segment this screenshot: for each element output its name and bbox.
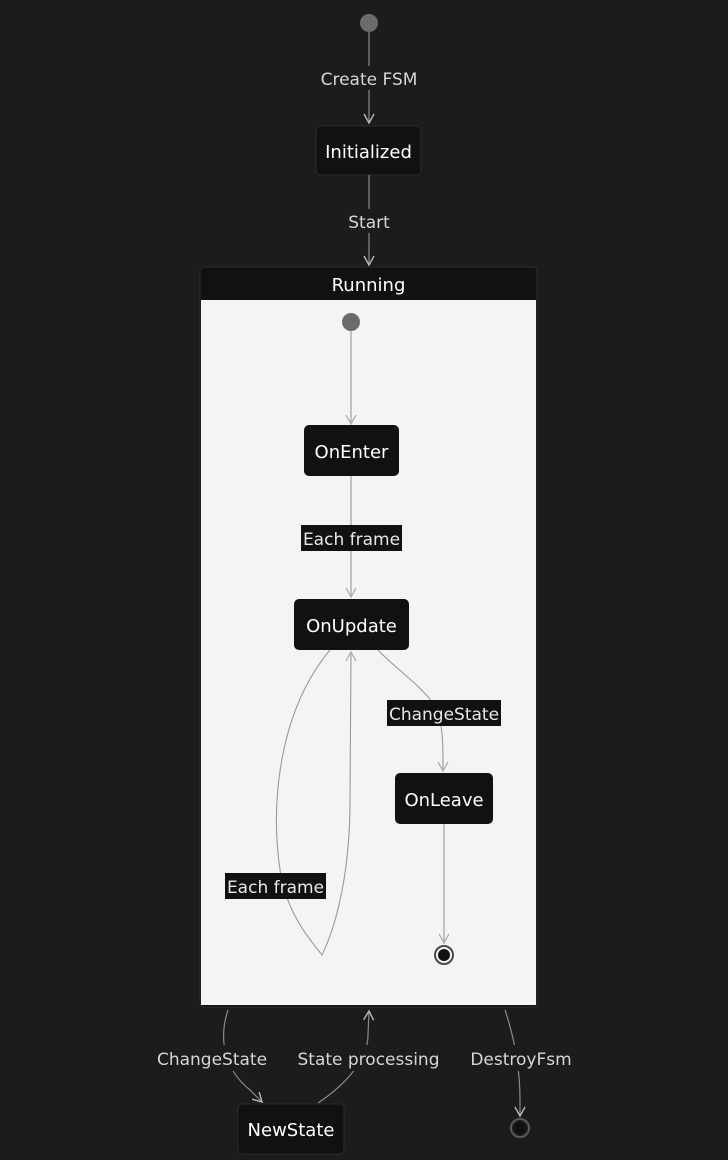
state-on-enter[interactable]: OnEnter (304, 425, 399, 476)
label-start: Start (348, 213, 390, 233)
label-bg-start (342, 209, 396, 233)
label-bg-state-processing (292, 1045, 445, 1071)
label-bg-destroy-fsm (466, 1045, 576, 1071)
state-on-enter-label: OnEnter (315, 442, 389, 463)
label-create-fsm: Create FSM (321, 70, 418, 90)
state-initialized[interactable]: Initialized (315, 125, 422, 176)
running-body (201, 300, 536, 1005)
label-bg-create-fsm (312, 66, 426, 90)
state-new-state[interactable]: NewState (237, 1103, 345, 1155)
label-destroy-fsm: DestroyFsm (470, 1050, 571, 1070)
state-on-leave-label: OnLeave (404, 790, 483, 811)
label-each-frame-loop: Each frame (227, 878, 324, 898)
inner-initial-state-dot (342, 313, 360, 331)
label-bg-change-state-inner (387, 700, 501, 726)
initial-state-dot (360, 14, 378, 32)
state-on-update[interactable]: OnUpdate (294, 599, 409, 650)
label-state-processing: State processing (297, 1050, 439, 1070)
label-bg-change-state-outer (153, 1045, 271, 1071)
state-initialized-label: Initialized (325, 142, 412, 163)
final-state (510, 1118, 530, 1138)
label-bg-each-frame-loop (225, 873, 326, 899)
label-change-state-outer: ChangeState (157, 1050, 267, 1070)
state-on-update-label: OnUpdate (306, 616, 397, 637)
edge-each-frame-loop (276, 649, 357, 957)
label-each-frame-enter: Each frame (303, 530, 400, 550)
state-on-leave[interactable]: OnLeave (395, 773, 493, 824)
label-change-state-inner: ChangeState (389, 705, 499, 725)
state-running-label: Running (332, 275, 406, 296)
label-bg-each-frame-enter (301, 525, 402, 551)
state-new-state-label: NewState (248, 1120, 335, 1141)
inner-final-state (434, 945, 454, 965)
